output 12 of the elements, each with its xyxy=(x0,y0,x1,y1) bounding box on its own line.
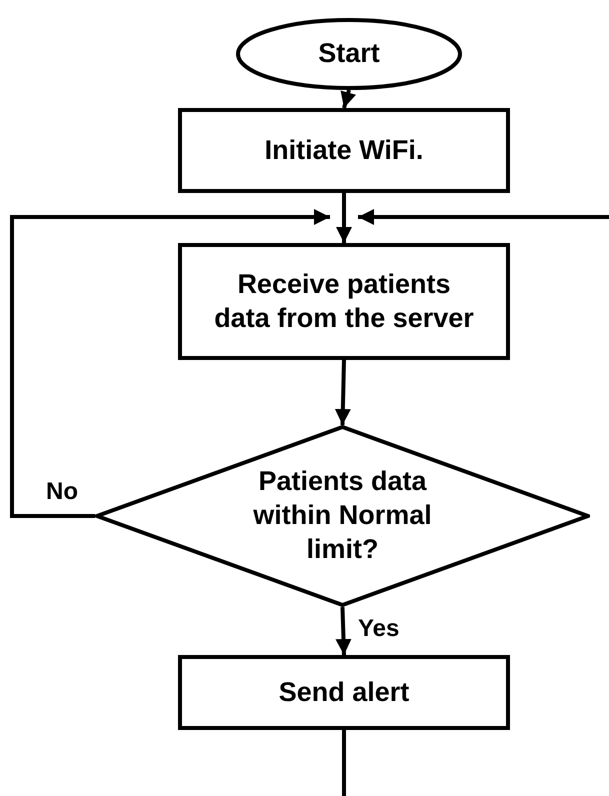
arrow xyxy=(334,360,351,426)
arrow xyxy=(340,89,356,109)
node-label: Start xyxy=(318,37,380,70)
node-label: Patients data within Normal limit? xyxy=(252,465,433,566)
arrow xyxy=(10,209,330,518)
connector-line xyxy=(342,730,346,796)
node-label: Send alert xyxy=(278,676,410,709)
node-label: Initiate WiFi. xyxy=(264,134,424,167)
arrow xyxy=(358,209,609,225)
node-label: Receive patients data from the server xyxy=(214,268,474,334)
arrow xyxy=(336,606,352,656)
arrow xyxy=(336,193,352,243)
